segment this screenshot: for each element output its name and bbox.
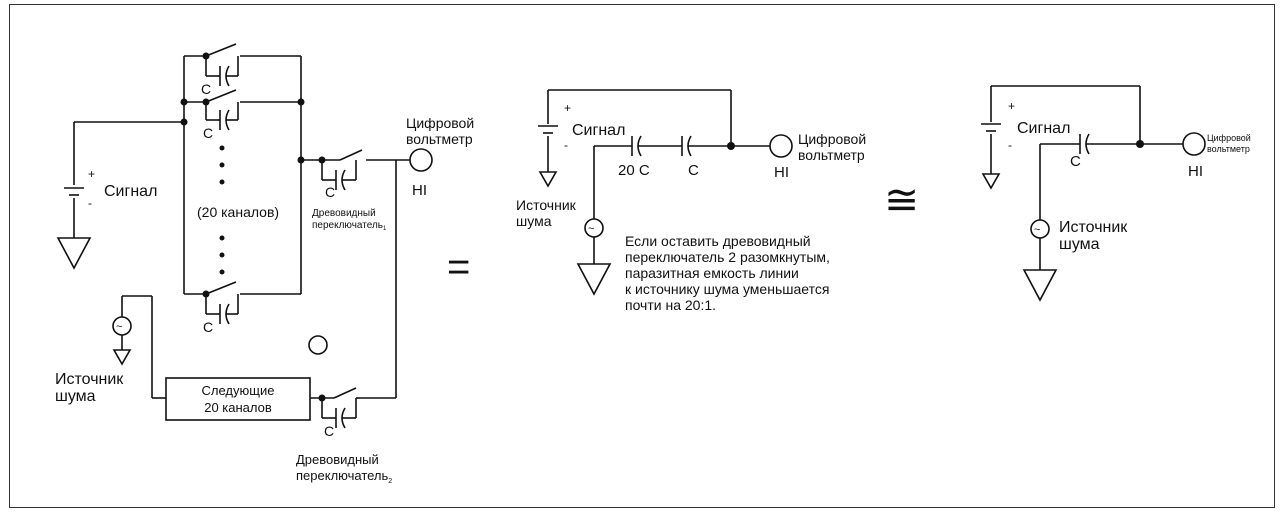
svg-text:Следующие: Следующие [202, 383, 275, 398]
dvm-label: вольтметр [1207, 144, 1250, 154]
hi-label: HI [1188, 163, 1203, 180]
svg-text:~: ~ [1034, 224, 1040, 236]
dvm-circle [409, 148, 433, 172]
dvm-label: вольтметр [406, 131, 473, 147]
svg-text:-: - [1008, 138, 1012, 152]
noise-label: шума [516, 213, 552, 229]
noise-label: шума [1059, 236, 1100, 253]
noise-label: Источник [55, 371, 124, 388]
cap-c-label: C [1070, 153, 1081, 170]
cap-label: C [203, 319, 213, 335]
svg-text:C: C [324, 423, 334, 439]
signal-label: Сигнал [572, 122, 625, 139]
signal-label: Сигнал [104, 183, 157, 200]
svg-text:~: ~ [116, 321, 122, 333]
svg-text:переключатель 2 разомкнутым,: переключатель 2 разомкнутым, [625, 249, 830, 265]
tree-switch-1-label: переключатель1 [312, 220, 387, 232]
cap-label: C [203, 125, 213, 141]
cap-label: C [201, 81, 211, 97]
dvm-label: вольтметр [798, 147, 865, 163]
noise-label: Источник [516, 197, 577, 213]
dvm-left: Цифровой вольтметр HI [406, 115, 474, 199]
dvm-label: Цифровой [1207, 133, 1251, 143]
svg-text:+: + [564, 101, 571, 115]
open-terminal [308, 335, 328, 355]
dvm-label: Цифровой [406, 115, 474, 131]
svg-text:Если оставить древовидный: Если оставить древовидный [625, 233, 811, 249]
tree-switch-1-label: Древовидный [312, 208, 376, 219]
svg-text:+: + [88, 167, 95, 181]
approx-sign: ≅ [884, 176, 919, 223]
hi-label: HI [774, 164, 789, 181]
noise-label: шума [55, 388, 96, 405]
dvm-label: Цифровой [798, 131, 866, 147]
channel-switch-bottom: C [184, 281, 301, 335]
svg-text:почти на 20:1.: почти на 20:1. [625, 297, 716, 313]
noise-label: Источник [1059, 219, 1128, 236]
figure-frame [9, 4, 1275, 508]
channel-switch-second: C [180, 89, 305, 141]
tree-switch-1: C Древовидный переключатель1 [297, 149, 410, 232]
svg-text:-: - [88, 196, 92, 210]
cap-c-label: C [688, 162, 699, 179]
channels-label: (20 каналов) [197, 204, 279, 220]
note-text: Если оставить древовидный переключатель … [625, 233, 830, 313]
noise-source-left: ~ Источник шума [55, 295, 166, 405]
svg-text:20 каналов: 20 каналов [204, 400, 272, 415]
signal-label: Сигнал [1017, 120, 1070, 137]
svg-text:паразитная емкость линии: паразитная емкость линии [625, 265, 799, 281]
tree-switch-2: C Древовидный переключатель2 [296, 387, 392, 485]
channel-switch-top: C [184, 43, 301, 97]
next-channels-box: Следующие 20 каналов [165, 377, 311, 421]
dvm-circle [1182, 132, 1206, 156]
svg-text:+: + [1008, 99, 1015, 113]
left-circuit: C C + - Сигнал [55, 43, 474, 485]
tree-switch-2-label: Древовидный [296, 452, 379, 467]
signal-battery: + - Сигнал [64, 167, 157, 238]
svg-text:C: C [325, 184, 335, 200]
dvm-circle [769, 134, 793, 158]
ground-symbol [56, 237, 92, 270]
middle-circuit: + - Сигнал Цифровой вольтметр HI 20 C C … [516, 89, 866, 313]
svg-text:-: - [564, 138, 568, 152]
equals-sign: = [447, 245, 470, 289]
right-circuit: + - Сигнал Цифровой вольтметр HI C ~ Ист… [981, 85, 1251, 302]
svg-text:~: ~ [588, 223, 594, 235]
hi-label: HI [412, 182, 427, 199]
svg-text:к источнику шума уменьшается: к источнику шума уменьшается [625, 281, 829, 297]
tree-switch-2-label: переключатель2 [296, 468, 392, 485]
cap-20c-label: 20 C [618, 162, 650, 179]
